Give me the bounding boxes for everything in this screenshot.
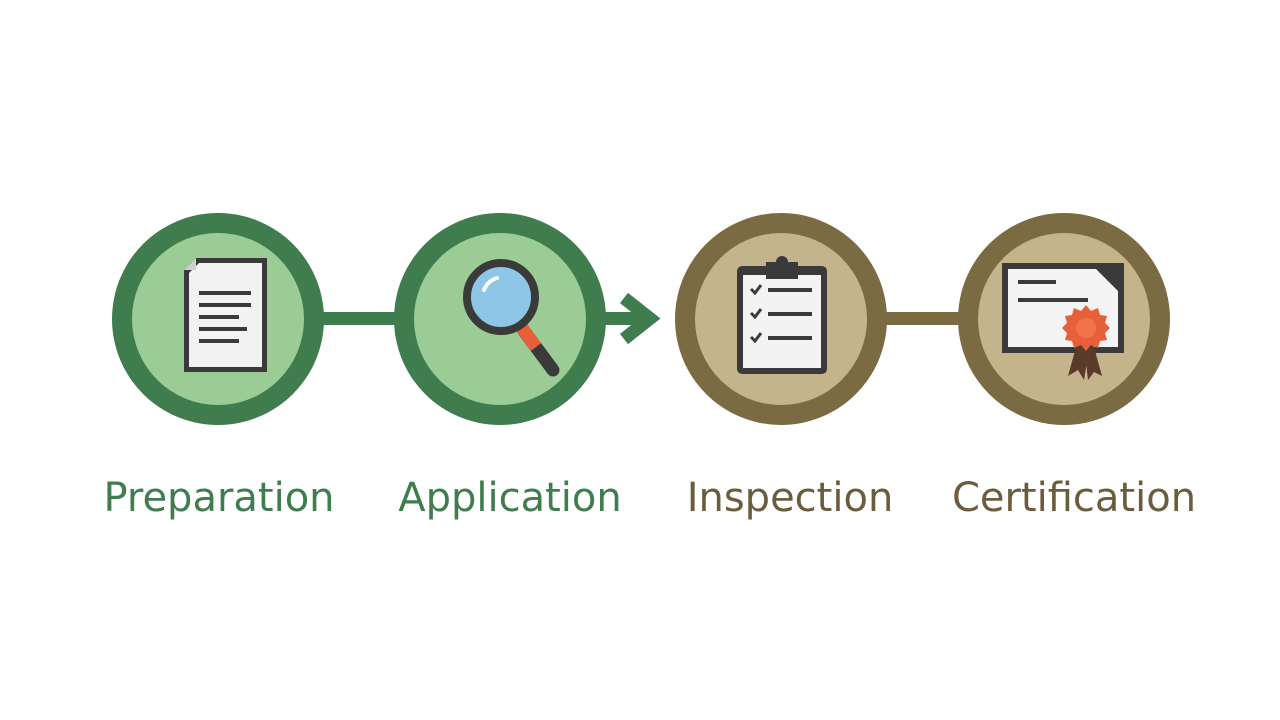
- step-label-application: Application: [398, 475, 622, 521]
- step-inspection: [675, 213, 887, 425]
- step-application: [394, 213, 606, 425]
- step-label-preparation: Preparation: [103, 475, 335, 521]
- magnifying-glass-icon: [463, 259, 560, 377]
- step-certification: [958, 213, 1170, 425]
- connector-preparation-application: [318, 312, 402, 325]
- connector-inspection-certification: [880, 312, 964, 325]
- connector-arrowhead: [619, 292, 661, 345]
- step-label-inspection: Inspection: [686, 475, 894, 521]
- step-label-certification: Certification: [951, 475, 1197, 521]
- document-icon: [184, 258, 267, 372]
- certificate-icon: [1002, 263, 1124, 380]
- clipboard-checklist-icon: [737, 256, 827, 374]
- step-preparation: [112, 213, 324, 425]
